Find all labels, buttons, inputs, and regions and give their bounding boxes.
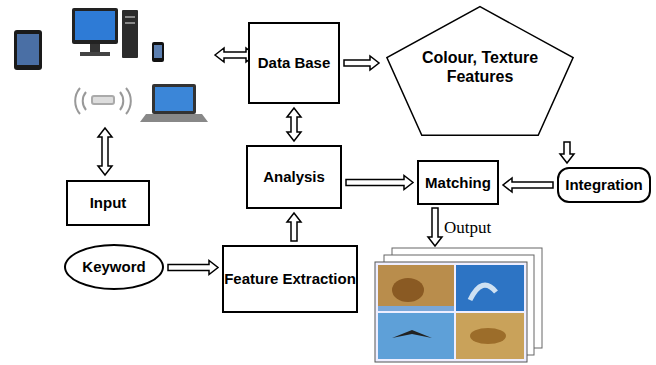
node-text: Colour, Texture Features [420, 48, 540, 86]
block-arrow [344, 56, 379, 70]
keyword-ellipse: Keyword [64, 244, 164, 290]
process-box: Matching [417, 160, 499, 205]
phone-icon [152, 42, 164, 62]
node-text: Input [90, 194, 127, 212]
block-arrow [287, 108, 301, 141]
output-label: Output [444, 218, 491, 238]
block-arrow [560, 142, 574, 163]
tablet-icon [14, 30, 42, 70]
double-arrow [98, 128, 112, 175]
process-box: Integration [557, 167, 651, 203]
block-arrow [287, 213, 301, 241]
node-text: Data Base [258, 54, 331, 72]
block-arrow [168, 261, 218, 275]
node-text: Matching [425, 174, 491, 192]
output-arrow [428, 208, 442, 246]
desktop-icon [72, 8, 138, 58]
input-box: Input [66, 180, 150, 226]
process-box: Analysis [246, 145, 342, 209]
router-icon [75, 88, 131, 114]
node-text: Integration [565, 176, 643, 194]
node-text: Keyword [82, 258, 145, 276]
database-box: Data Base [248, 22, 340, 104]
process-box: Feature Extraction [222, 245, 358, 313]
laptop-icon [140, 84, 208, 122]
node-text: Analysis [263, 168, 325, 186]
node-text: Feature Extraction [224, 270, 356, 288]
block-arrow [346, 176, 413, 190]
block-arrow [503, 178, 553, 192]
output-images [375, 248, 542, 362]
feature-pentagon: Colour, Texture Features [383, 4, 577, 138]
